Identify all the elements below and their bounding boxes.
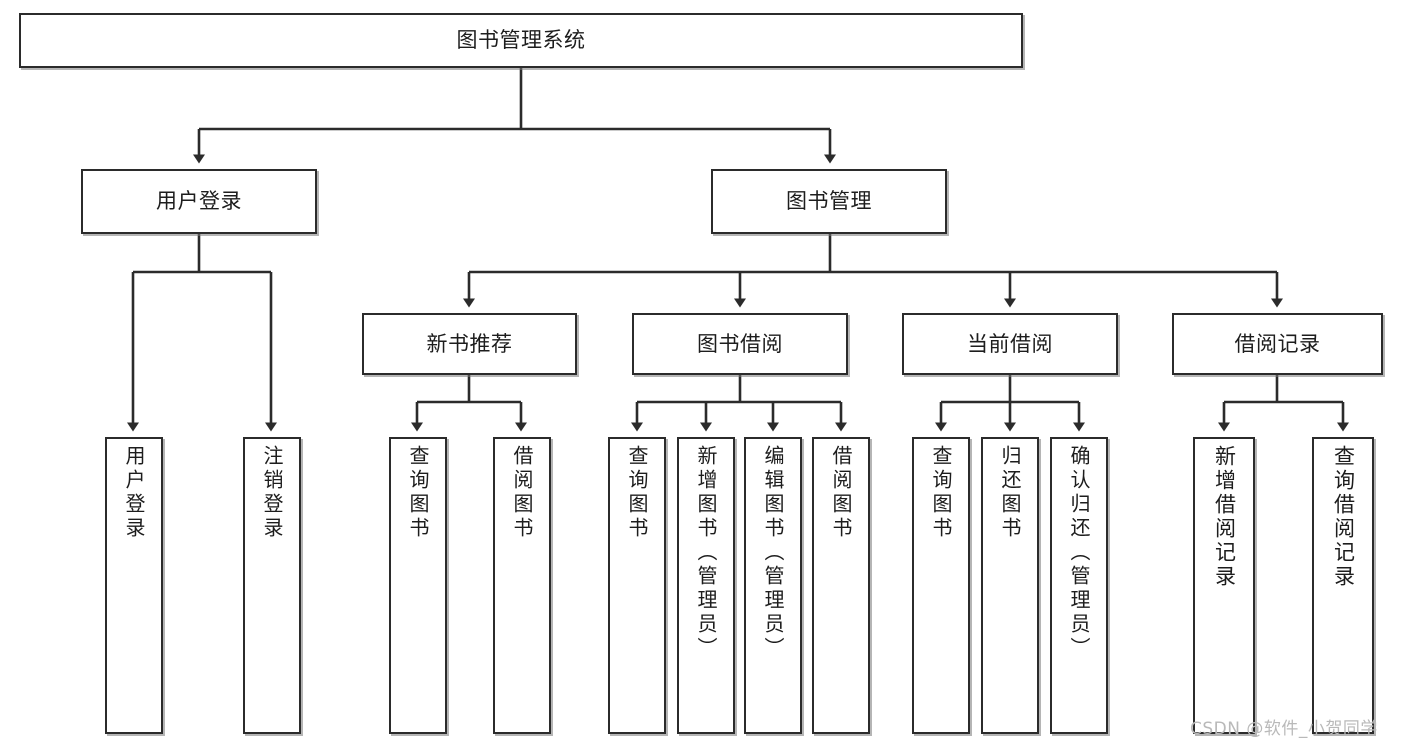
node-user-login[interactable]: 用户登录 [81,169,317,234]
node-label: 查询图书 [929,445,953,541]
node-leaf-user-login[interactable]: 用户登录 [105,437,163,734]
node-leaf-add-record[interactable]: 新增借阅记录 [1193,437,1255,734]
node-leaf-query-book-3[interactable]: 查询图书 [912,437,970,734]
node-leaf-confirm-return[interactable]: 确认归还（管理员） [1050,437,1108,734]
node-label: 借阅图书 [829,445,853,541]
node-book-management[interactable]: 图书管理 [711,169,947,234]
node-label: 借阅记录 [1234,331,1321,356]
node-label: 新增借阅记录 [1212,445,1237,589]
node-label: 图书管理 [786,189,872,214]
node-label: 确认归还（管理员） [1067,445,1091,661]
node-label: 查询图书 [406,445,430,541]
node-label: 用户登录 [156,189,242,214]
node-leaf-borrow-book-1[interactable]: 借阅图书 [493,437,551,734]
node-leaf-query-book-2[interactable]: 查询图书 [608,437,666,734]
node-label: 编辑图书（管理员） [761,445,785,661]
node-label: 当前借阅 [967,331,1053,356]
node-label: 查询图书 [625,445,649,541]
node-label: 新书推荐 [426,331,513,356]
node-leaf-edit-book[interactable]: 编辑图书（管理员） [744,437,802,734]
node-label: 查询借阅记录 [1331,445,1356,589]
node-leaf-query-book-1[interactable]: 查询图书 [389,437,447,734]
node-leaf-add-book[interactable]: 新增图书（管理员） [677,437,735,734]
node-new-book-recommend[interactable]: 新书推荐 [362,313,577,375]
csdn-watermark: CSDN @软件_小贺同学 [1190,719,1378,739]
node-leaf-borrow-book-2[interactable]: 借阅图书 [812,437,870,734]
node-current-borrow[interactable]: 当前借阅 [902,313,1118,375]
node-label: 图书管理系统 [456,28,586,53]
node-leaf-return-book[interactable]: 归还图书 [981,437,1039,734]
node-label: 图书借阅 [697,331,783,356]
node-root-book-management-system[interactable]: 图书管理系统 [19,13,1023,68]
node-label: 归还图书 [998,445,1022,541]
node-label: 新增图书（管理员） [694,445,718,661]
node-leaf-query-record[interactable]: 查询借阅记录 [1312,437,1374,734]
node-leaf-logout-login[interactable]: 注销登录 [243,437,301,734]
node-label: 注销登录 [260,445,284,541]
node-label: 用户登录 [122,445,146,541]
node-label: 借阅图书 [510,445,534,541]
node-book-borrow[interactable]: 图书借阅 [632,313,848,375]
node-borrow-record[interactable]: 借阅记录 [1172,313,1383,375]
